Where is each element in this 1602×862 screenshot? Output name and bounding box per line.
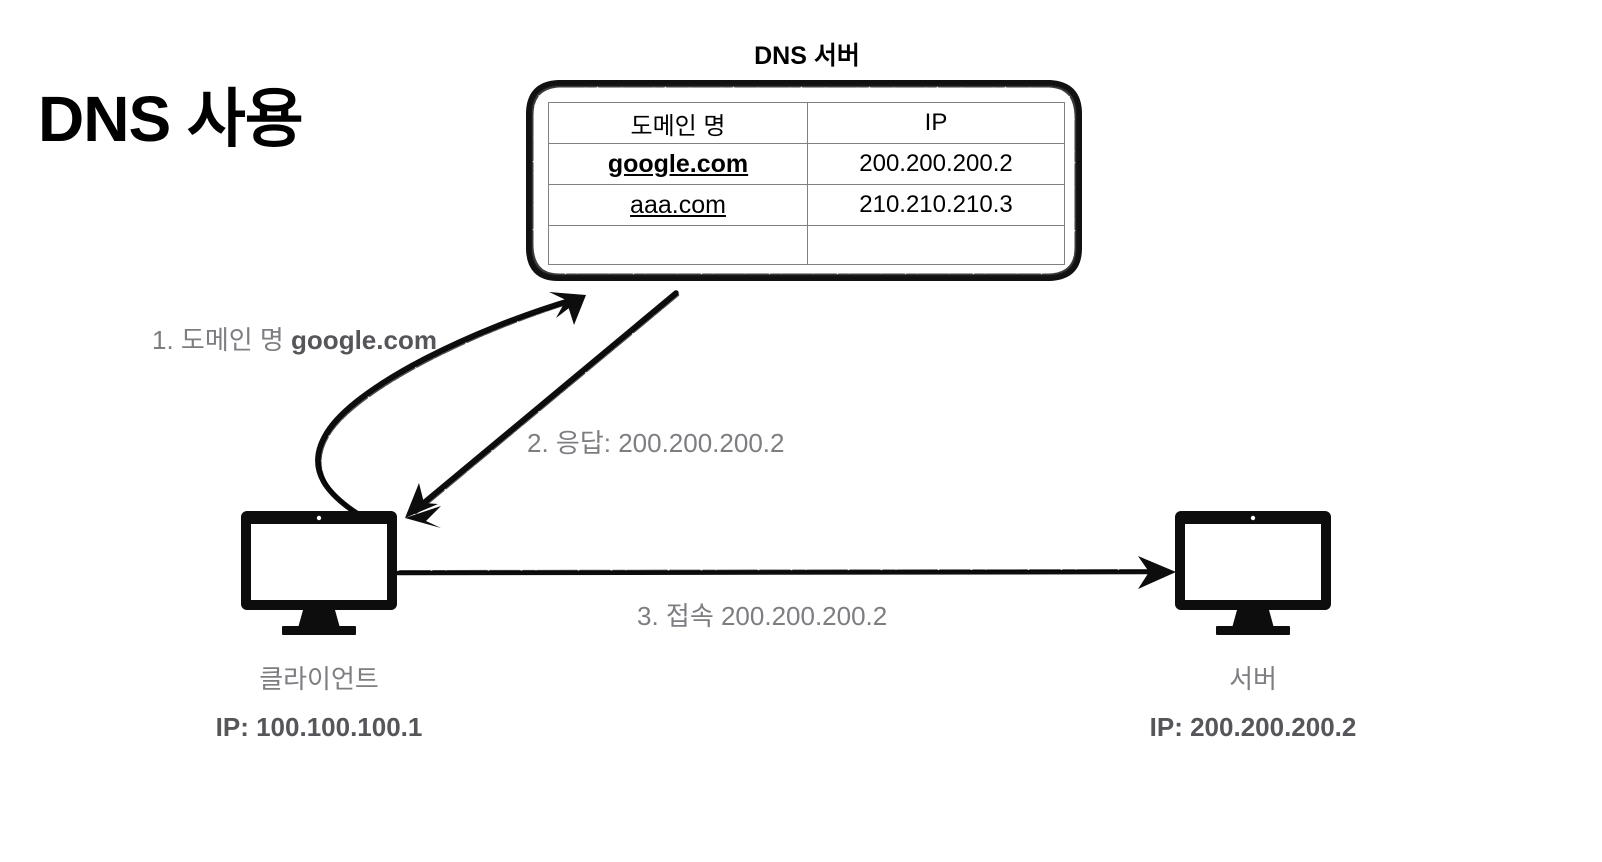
arrow-client-to-server <box>395 556 1176 589</box>
domain-value: google.com <box>607 149 749 178</box>
header-domain: 도메인 명 <box>548 102 808 144</box>
table-row: google.com 200.200.200.2 <box>548 143 1065 185</box>
table-row-empty <box>548 225 1065 265</box>
dns-table-wrapper: 도메인 명 IP google.com 200.200.200.2 aaa.co… <box>548 102 1065 265</box>
step-2-label: 2. 응답: 200.200.200.2 <box>527 428 785 458</box>
cell-domain: aaa.com <box>548 184 808 226</box>
domain-value: aaa.com <box>630 190 726 219</box>
client-ip-label: IP: 100.100.100.1 <box>215 712 423 742</box>
step-1-prefix: 1. 도메인 명 <box>152 325 292 355</box>
dns-server-box: 도메인 명 IP google.com 200.200.200.2 aaa.co… <box>524 78 1084 283</box>
cell-domain <box>548 225 808 265</box>
step-1-value: google.com <box>291 325 437 355</box>
arrow-dns-to-client <box>405 290 680 528</box>
client-label: 클라이언트 <box>259 664 379 694</box>
table-row: aaa.com 210.210.210.3 <box>548 184 1065 226</box>
dns-server-caption: DNS 서버 <box>754 42 860 70</box>
server-label: 서버 <box>1229 664 1277 694</box>
cell-ip: 210.210.210.3 <box>807 184 1065 226</box>
step-1-label: 1. 도메인 명 google.com <box>152 320 437 357</box>
cell-ip <box>807 225 1065 265</box>
cell-ip: 200.200.200.2 <box>807 143 1065 185</box>
server-monitor-icon <box>1175 511 1331 635</box>
header-ip: IP <box>807 102 1065 144</box>
page-title: DNS 사용 <box>38 83 304 155</box>
cell-domain: google.com <box>548 143 808 185</box>
dns-records-table: 도메인 명 IP google.com 200.200.200.2 aaa.co… <box>548 102 1065 265</box>
step-3-label: 3. 접속 200.200.200.2 <box>637 601 888 631</box>
table-header-row: 도메인 명 IP <box>548 102 1065 144</box>
client-monitor-icon <box>241 511 397 635</box>
server-ip-label: IP: 200.200.200.2 <box>1149 712 1357 742</box>
